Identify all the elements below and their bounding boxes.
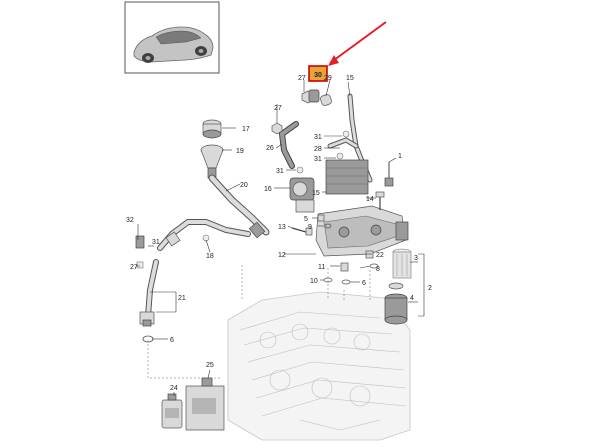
part-26-hose[interactable] bbox=[278, 121, 299, 169]
part-1-sensor[interactable] bbox=[384, 162, 394, 187]
part-13-bolt[interactable] bbox=[291, 227, 313, 236]
callout-25: 25 bbox=[206, 362, 214, 369]
part-21-dipstick-tube[interactable] bbox=[135, 235, 159, 327]
callout-21: 21 bbox=[178, 295, 186, 302]
part-9-washer[interactable] bbox=[324, 223, 332, 229]
callout-11: 11 bbox=[318, 264, 325, 271]
callout-9: 9 bbox=[308, 224, 312, 231]
callout-15-low: 15 bbox=[312, 190, 320, 197]
car-icon bbox=[133, 26, 214, 63]
callout-27-top: 27 bbox=[274, 105, 282, 112]
callout-5: 5 bbox=[304, 216, 308, 223]
callout-31-c: 31 bbox=[276, 168, 284, 175]
svg-text:30: 30 bbox=[314, 72, 322, 79]
callout-31-left: 31 bbox=[152, 239, 160, 246]
callout-22: 22 bbox=[376, 252, 384, 259]
vehicle-thumbnail[interactable] bbox=[124, 1, 220, 74]
callout-18: 18 bbox=[206, 253, 214, 260]
callout-10: 10 bbox=[310, 278, 318, 285]
callout-20: 20 bbox=[240, 182, 248, 189]
callout-31-b: 31 bbox=[314, 156, 322, 163]
callout-27-left: 27 bbox=[130, 264, 138, 271]
callout-13: 13 bbox=[278, 224, 286, 231]
part-heat-exchanger[interactable] bbox=[325, 159, 369, 195]
part-29-fitting[interactable] bbox=[320, 94, 333, 107]
engine-block bbox=[227, 291, 411, 441]
part-24-oil-bottle[interactable] bbox=[161, 393, 183, 429]
callout-27: 27 bbox=[298, 75, 306, 82]
part-16-housing[interactable] bbox=[289, 177, 315, 213]
callout-31-a: 31 bbox=[314, 134, 322, 141]
callout-29: 29 bbox=[324, 75, 332, 82]
callout-6-right: 6 bbox=[362, 280, 366, 287]
callout-32: 32 bbox=[126, 217, 134, 224]
callout-26: 26 bbox=[266, 145, 274, 152]
part-14-bolt[interactable] bbox=[375, 191, 385, 210]
callout-1: 1 bbox=[398, 153, 402, 160]
callout-28: 28 bbox=[314, 146, 322, 153]
callout-15: 15 bbox=[346, 75, 354, 82]
part-17-cap[interactable] bbox=[202, 119, 222, 139]
leader-lines bbox=[136, 79, 425, 396]
callout-labels: 17 19 20 18 32 31 27 21 6 27 27 29 15 26… bbox=[126, 75, 432, 392]
callout-4: 4 bbox=[410, 295, 414, 302]
part-11-plug[interactable] bbox=[340, 262, 349, 272]
part-19-filler-neck[interactable] bbox=[200, 144, 224, 179]
part-3-oil-filter[interactable] bbox=[392, 248, 412, 279]
callout-12: 12 bbox=[278, 252, 286, 259]
callout-16: 16 bbox=[264, 186, 272, 193]
part-4-oil-filter[interactable] bbox=[384, 282, 408, 325]
highlight-arrow bbox=[328, 21, 387, 66]
part-25-oil-canister[interactable] bbox=[185, 377, 225, 431]
part-30-connector[interactable] bbox=[308, 89, 320, 103]
part-6-ring-right[interactable] bbox=[341, 279, 351, 285]
part-5-plug[interactable] bbox=[317, 214, 325, 222]
callout-3: 3 bbox=[414, 255, 418, 262]
callout-6-left: 6 bbox=[170, 337, 174, 344]
callout-30-highlighted[interactable]: 30 bbox=[308, 65, 328, 82]
callout-14: 14 bbox=[366, 196, 374, 203]
callout-8: 8 bbox=[376, 266, 380, 273]
part-18-tube[interactable] bbox=[157, 219, 266, 251]
callout-19: 19 bbox=[236, 148, 244, 155]
callout-17: 17 bbox=[242, 126, 250, 133]
part-22-plug[interactable] bbox=[365, 250, 374, 259]
callout-24: 24 bbox=[170, 385, 178, 392]
part-31-clamp[interactable] bbox=[296, 130, 350, 174]
callout-2: 2 bbox=[428, 285, 432, 292]
part-12-filter-module[interactable] bbox=[315, 205, 409, 257]
